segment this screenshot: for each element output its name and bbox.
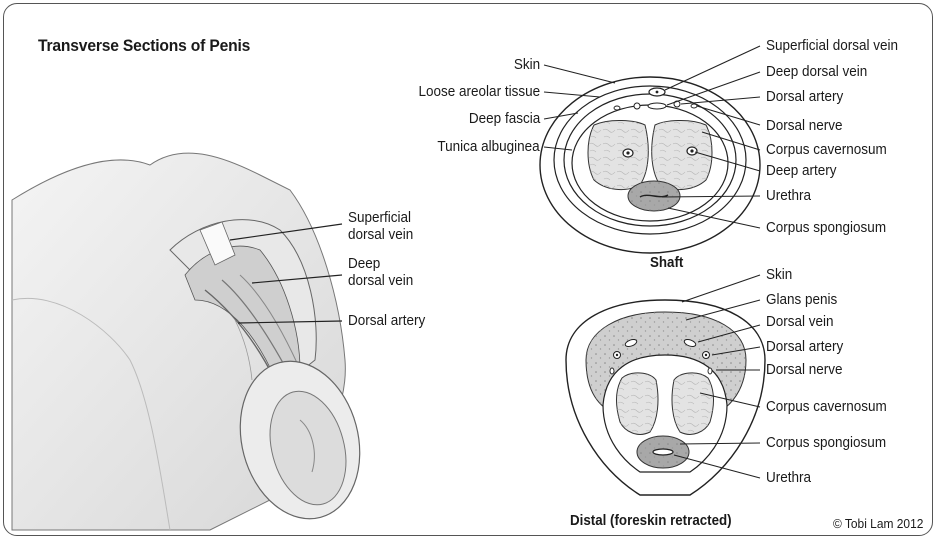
copyright-credit: © Tobi Lam 2012 bbox=[833, 516, 923, 531]
distal-label-corpus-cavernosum: Corpus cavernosum bbox=[766, 398, 887, 415]
shaft-label-deep-fascia: Deep fascia bbox=[469, 110, 540, 127]
label-line: dorsal vein bbox=[348, 272, 413, 289]
distal-caption: Distal (foreskin retracted) bbox=[570, 513, 732, 529]
distal-label-corpus-spongiosum: Corpus spongiosum bbox=[766, 434, 886, 451]
distal-label-dorsal-vein: Dorsal vein bbox=[766, 313, 834, 330]
label-superficial-dorsal-vein: Superficial dorsal vein bbox=[348, 209, 413, 243]
shaft-label-deep-dorsal-vein: Deep dorsal vein bbox=[766, 63, 867, 80]
label-line: Deep bbox=[348, 255, 413, 272]
distal-label-urethra: Urethra bbox=[766, 469, 811, 486]
shaft-label-corpus-cavernosum: Corpus cavernosum bbox=[766, 141, 887, 158]
shaft-label-corpus-spongiosum: Corpus spongiosum bbox=[766, 219, 886, 236]
shaft-label-dorsal-nerve: Dorsal nerve bbox=[766, 117, 843, 134]
figure-title: Transverse Sections of Penis bbox=[38, 36, 250, 56]
penis-illustration bbox=[12, 153, 377, 532]
distal-cross-section bbox=[566, 275, 765, 495]
label-deep-dorsal-vein: Deep dorsal vein bbox=[348, 255, 413, 289]
shaft-label-deep-artery: Deep artery bbox=[766, 162, 837, 179]
shaft-label-urethra: Urethra bbox=[766, 187, 811, 204]
label-dorsal-artery: Dorsal artery bbox=[348, 312, 425, 329]
shaft-label-tunica-albuginea: Tunica albuginea bbox=[438, 138, 540, 155]
label-line: Superficial bbox=[348, 209, 413, 226]
label-line: dorsal vein bbox=[348, 226, 413, 243]
distal-label-glans-penis: Glans penis bbox=[766, 291, 837, 308]
distal-label-skin: Skin bbox=[766, 266, 792, 283]
shaft-label-skin: Skin bbox=[514, 56, 540, 73]
shaft-label-loose-areolar-tissue: Loose areolar tissue bbox=[418, 83, 540, 100]
shaft-label-superficial-dorsal-vein: Superficial dorsal vein bbox=[766, 37, 898, 54]
distal-label-dorsal-artery: Dorsal artery bbox=[766, 338, 843, 355]
distal-label-dorsal-nerve: Dorsal nerve bbox=[766, 361, 843, 378]
shaft-caption: Shaft bbox=[650, 255, 683, 271]
shaft-label-dorsal-artery: Dorsal artery bbox=[766, 88, 843, 105]
shaft-cross-section bbox=[540, 46, 760, 253]
